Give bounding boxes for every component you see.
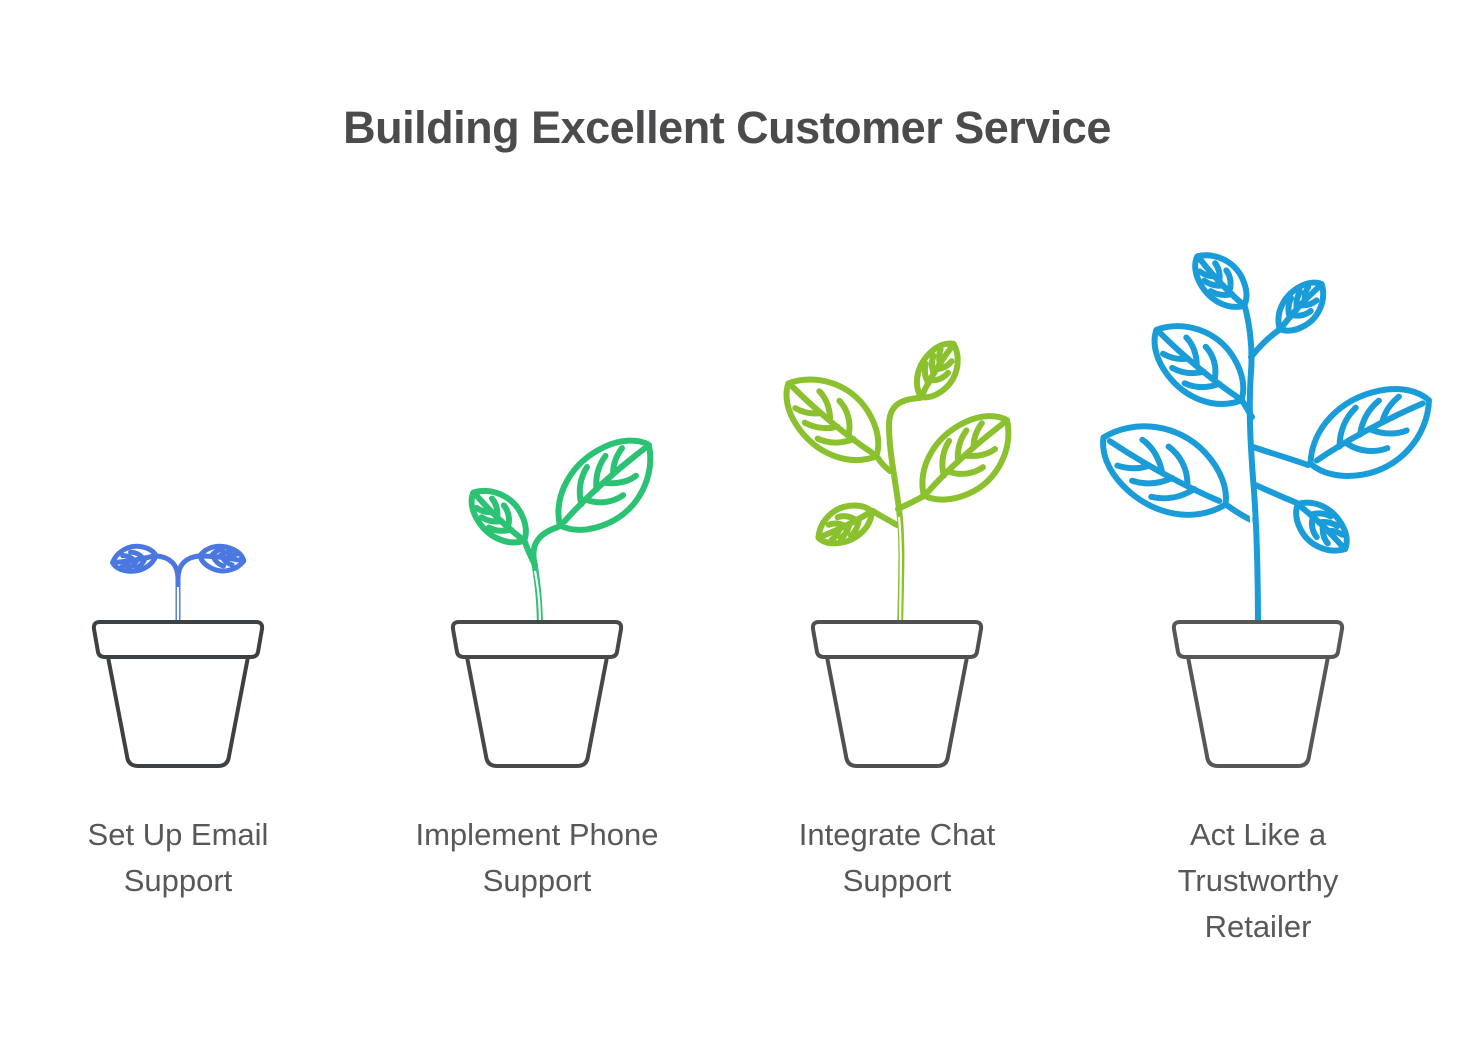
stage-label-email: Set Up Email Support bbox=[87, 817, 269, 898]
flower-pot-icon bbox=[1171, 620, 1345, 768]
infographic-title: Building Excellent Customer Service bbox=[343, 102, 1111, 153]
flower-pot-icon bbox=[810, 620, 984, 768]
stage-label-chat: Integrate Chat Support bbox=[798, 817, 996, 898]
seedling-icon bbox=[462, 427, 662, 635]
flower-pot-icon bbox=[450, 620, 624, 768]
flower-pot-icon bbox=[91, 620, 265, 768]
mature-plant-icon bbox=[1091, 242, 1436, 635]
sprout-icon bbox=[109, 542, 247, 635]
stage-label-retailer: Act Like a Trustworthy Retailer bbox=[1177, 817, 1339, 944]
stage-label-phone: Implement Phone Support bbox=[415, 817, 659, 898]
young-plant-icon bbox=[777, 333, 1017, 635]
